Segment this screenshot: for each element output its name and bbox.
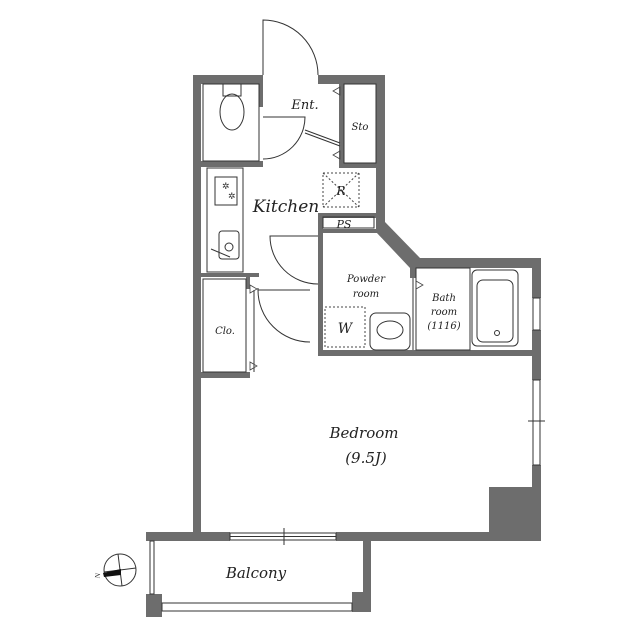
svg-text:(1116): (1116) xyxy=(427,321,460,332)
label-bedroom-size: (9.5J) xyxy=(345,449,387,467)
label-bathroom: Bath xyxy=(431,293,456,304)
closet-door xyxy=(257,288,311,343)
svg-text:room: room xyxy=(431,307,457,318)
toilet-icon xyxy=(219,93,245,131)
balcony-rail xyxy=(161,602,353,612)
pipe-space xyxy=(322,216,375,229)
label-washer: W xyxy=(338,321,354,337)
doors xyxy=(249,19,424,372)
toilet-door xyxy=(262,116,306,160)
stove-icon xyxy=(214,176,238,206)
label-refrigerator: R xyxy=(335,184,345,198)
label-storage: Sto xyxy=(352,122,369,133)
compass-icon: N xyxy=(94,553,137,587)
outer-walls xyxy=(146,75,541,617)
label-balcony: Balcony xyxy=(225,564,287,582)
toilet-tank-icon xyxy=(222,83,242,97)
label-bedroom: Bedroom xyxy=(329,424,399,442)
sink-icon xyxy=(218,230,240,260)
label-kitchen: Kitchen xyxy=(252,197,319,217)
svg-text:N: N xyxy=(94,572,103,578)
interior-walls xyxy=(201,84,532,378)
entrance-door xyxy=(262,19,319,76)
windows xyxy=(149,297,545,612)
label-entrance: Ent. xyxy=(290,98,318,113)
washer-space xyxy=(324,306,366,348)
room-labels: Ent. Sto Kitchen R PS Powder room W Bath… xyxy=(215,98,461,582)
bathtub-icon xyxy=(471,269,519,347)
fixtures: ✲ ✲ xyxy=(202,83,519,373)
label-pipe-space: PS xyxy=(336,218,352,231)
kitchen-counter xyxy=(206,167,244,273)
label-closet: Clo. xyxy=(215,326,235,337)
label-powder-room: Powder xyxy=(346,274,386,285)
refrigerator-space xyxy=(322,172,360,208)
burner-icon: ✲ xyxy=(228,191,236,201)
svg-text:room: room xyxy=(353,289,379,300)
burner-icon: ✲ xyxy=(222,181,230,191)
powder-room-door xyxy=(269,235,319,285)
washbasin-icon xyxy=(369,312,411,351)
